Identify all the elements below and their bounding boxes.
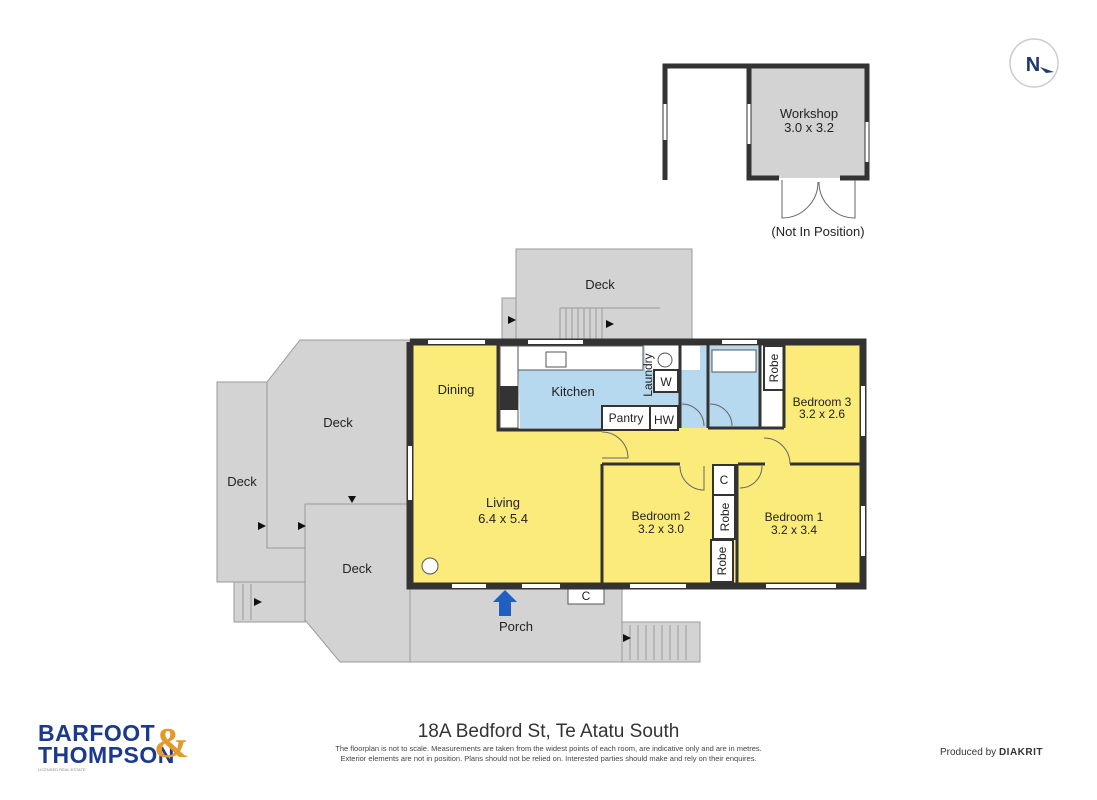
bedroom2-size: 3.2 x 3.0 bbox=[638, 522, 684, 536]
room-fills bbox=[412, 344, 860, 605]
bedroom3-name: Bedroom 3 bbox=[793, 395, 852, 409]
toilet-icon bbox=[657, 352, 673, 368]
workshop-name: Workshop bbox=[780, 106, 838, 121]
porch-steps bbox=[621, 621, 701, 663]
bedroom1-name: Bedroom 1 bbox=[765, 510, 824, 524]
brand-line2: THOMPSON bbox=[38, 742, 175, 768]
hw-label: HW bbox=[654, 413, 675, 427]
bedroom1-size: 3.2 x 3.4 bbox=[771, 523, 817, 537]
bedroom3-size: 3.2 x 2.6 bbox=[799, 407, 845, 421]
w-box bbox=[653, 369, 679, 393]
hw-box bbox=[649, 405, 679, 431]
stair-arrows bbox=[254, 316, 631, 642]
w-label: W bbox=[660, 375, 672, 389]
arrow-marker bbox=[606, 320, 614, 328]
robe3-label: Robe bbox=[767, 353, 781, 382]
pantry-label: Pantry bbox=[609, 411, 644, 425]
deck-areas bbox=[216, 248, 701, 663]
robe2-label: Robe bbox=[718, 502, 732, 531]
door-swings bbox=[601, 403, 791, 491]
floorplan: N Workshop 3.0 x 3.2 (Not In Position) D… bbox=[216, 38, 1059, 663]
cooktop-icon bbox=[500, 386, 518, 410]
brand-line1: BARFOOT bbox=[38, 720, 156, 746]
deck-top-label: Deck bbox=[585, 277, 615, 292]
disclaimer: The floorplan is not to scale. Measureme… bbox=[300, 744, 797, 764]
workshop-fill bbox=[749, 66, 867, 178]
living-size: 6.4 x 5.4 bbox=[478, 511, 528, 526]
compass-label: N bbox=[1026, 54, 1040, 76]
walls bbox=[406, 338, 867, 590]
living-name: Living bbox=[486, 495, 520, 510]
arrow-marker bbox=[298, 522, 306, 530]
bedroom3-fill bbox=[782, 344, 860, 465]
arrow-marker bbox=[348, 496, 356, 503]
robe1-box bbox=[710, 539, 734, 583]
produced-by-label: Produced by bbox=[940, 747, 997, 758]
sink-icon bbox=[545, 351, 567, 368]
brand-ampersand: & bbox=[154, 721, 189, 767]
workshop-structure bbox=[662, 63, 870, 219]
compass: N bbox=[1009, 38, 1059, 88]
deck-lower bbox=[304, 503, 411, 663]
dining-label: Dining bbox=[438, 382, 475, 397]
arrow-marker bbox=[508, 316, 516, 324]
arrow-marker bbox=[258, 522, 266, 530]
kitchen-bench bbox=[517, 345, 644, 371]
arrow-marker bbox=[254, 598, 262, 606]
compass-arrow-icon bbox=[1040, 67, 1054, 73]
workshop-size: 3.0 x 3.2 bbox=[784, 120, 834, 135]
producer-credit: Produced by DIAKRIT bbox=[940, 747, 1043, 758]
interior-walls bbox=[496, 344, 860, 586]
brand-tagline: LICENSED REAL ESTATE bbox=[38, 767, 86, 772]
robe1-label: Robe bbox=[715, 546, 729, 575]
property-address: 18A Bedford St, Te Atatu South bbox=[417, 721, 680, 742]
wood-burner-icon bbox=[421, 557, 439, 575]
hall-c-label: C bbox=[720, 473, 729, 487]
hall-fill bbox=[600, 428, 782, 465]
deck-low-label: Deck bbox=[342, 561, 372, 576]
deck-top bbox=[515, 248, 693, 343]
bath-icon bbox=[711, 349, 757, 373]
pantry-box bbox=[601, 405, 651, 431]
porch-label: Porch bbox=[499, 619, 533, 634]
disclaimer-line2: Exterior elements are not in position. P… bbox=[340, 754, 757, 763]
arrow-marker bbox=[623, 634, 631, 642]
laundry-label: Laundry bbox=[641, 353, 655, 396]
bedroom2-name: Bedroom 2 bbox=[632, 509, 691, 523]
deck-low-steps bbox=[233, 581, 306, 623]
brand-logo: BARFOOT THOMPSON & LICENSED REAL ESTATE bbox=[38, 720, 189, 772]
stair-treads bbox=[242, 307, 687, 660]
porch-c-label: C bbox=[582, 589, 591, 603]
producer-name: DIAKRIT bbox=[998, 747, 1043, 758]
room-labels: Workshop 3.0 x 3.2 (Not In Position) Dec… bbox=[227, 106, 864, 634]
entry-arrow-icon bbox=[493, 590, 517, 616]
deck-left-label: Deck bbox=[227, 474, 257, 489]
workshop-note: (Not In Position) bbox=[771, 224, 864, 239]
kitchen-label: Kitchen bbox=[551, 384, 594, 399]
deck-mid-label: Deck bbox=[323, 415, 353, 430]
disclaimer-line1: The floorplan is not to scale. Measureme… bbox=[335, 744, 762, 753]
living-dining-fill bbox=[412, 344, 860, 584]
windows bbox=[408, 340, 865, 588]
